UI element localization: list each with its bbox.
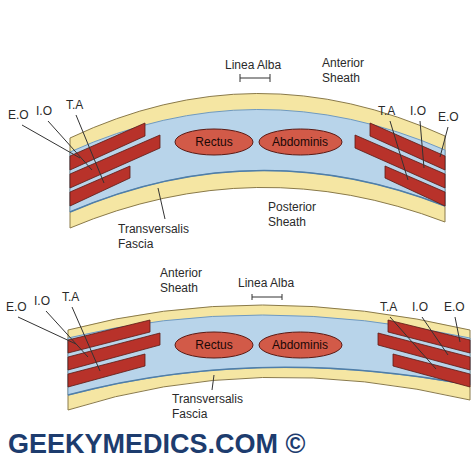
rectus-muscle: Abdominis <box>258 128 343 156</box>
muscle-name: Rectus <box>195 338 232 352</box>
muscle-ellipse <box>259 129 342 155</box>
left-muscles <box>70 123 160 206</box>
leader-line <box>420 121 424 168</box>
aponeurosis-layer <box>70 109 445 212</box>
leader-line <box>440 127 448 157</box>
muscle-ellipse <box>175 129 253 155</box>
muscle-label: E.O <box>6 300 27 315</box>
leader-lines <box>18 307 460 390</box>
leader-line <box>390 317 436 369</box>
layer-label: Anterior Sheath <box>322 56 382 86</box>
muscle-label: E.O <box>438 110 459 125</box>
muscle-label: T.A <box>378 104 395 119</box>
leader-lines <box>22 115 448 219</box>
muscle-name: Abdominis <box>272 338 328 352</box>
right-muscles <box>355 123 445 206</box>
aponeurosis-layer <box>68 315 470 395</box>
leader-line <box>18 317 76 344</box>
layer-label: Anterior Sheath <box>160 266 220 296</box>
structure-label: Linea Alba <box>238 276 294 291</box>
muscle-label: T.A <box>380 300 397 315</box>
linea-alba-bracket <box>252 294 282 300</box>
leader-line <box>72 307 100 371</box>
muscle-name: Rectus <box>195 135 232 149</box>
rectus-muscle: Rectus <box>174 128 254 156</box>
muscle-label: T.A <box>66 98 83 113</box>
rectus-muscle: Abdominis <box>258 331 343 359</box>
leader-line <box>48 121 92 170</box>
structure-label: Linea Alba <box>225 58 281 73</box>
muscle-label: I.O <box>36 104 52 119</box>
leader-line <box>46 311 88 357</box>
transversalis-fascia-line <box>68 367 470 395</box>
lower-section <box>18 294 470 410</box>
leader-line <box>76 115 104 183</box>
rectus-muscle: Rectus <box>174 331 254 359</box>
muscle-ellipse <box>259 332 342 358</box>
leader-line <box>455 317 460 342</box>
leader-line <box>422 317 448 355</box>
leader-line <box>212 375 214 390</box>
upper-section <box>22 74 448 228</box>
muscle-label: I.O <box>412 300 428 315</box>
linea-alba-bracket <box>240 74 270 82</box>
muscle-label: E.O <box>444 300 465 315</box>
muscle-ellipse <box>175 332 253 358</box>
muscle-label: T.A <box>62 290 79 305</box>
muscle-label: I.O <box>34 294 50 309</box>
watermark: GEEKYMEDICS.COM © <box>8 428 305 460</box>
transversus-abdominis <box>385 166 445 206</box>
layer-label: Posterior Sheath <box>268 200 330 230</box>
muscle-label: I.O <box>410 104 426 119</box>
leader-line <box>22 125 80 158</box>
fat-layer <box>70 93 445 228</box>
leader-line <box>158 188 165 219</box>
right-muscles <box>378 320 470 387</box>
transversus-abdominis <box>68 354 145 387</box>
muscle-label: E.O <box>8 108 29 123</box>
transversus-abdominis <box>393 354 470 387</box>
fat-layer <box>68 305 470 410</box>
layer-label: Transversalis Fascia <box>118 222 202 252</box>
layer-label: Transversalis Fascia <box>172 392 256 422</box>
leader-line <box>390 121 408 180</box>
muscle-name: Abdominis <box>272 135 328 149</box>
